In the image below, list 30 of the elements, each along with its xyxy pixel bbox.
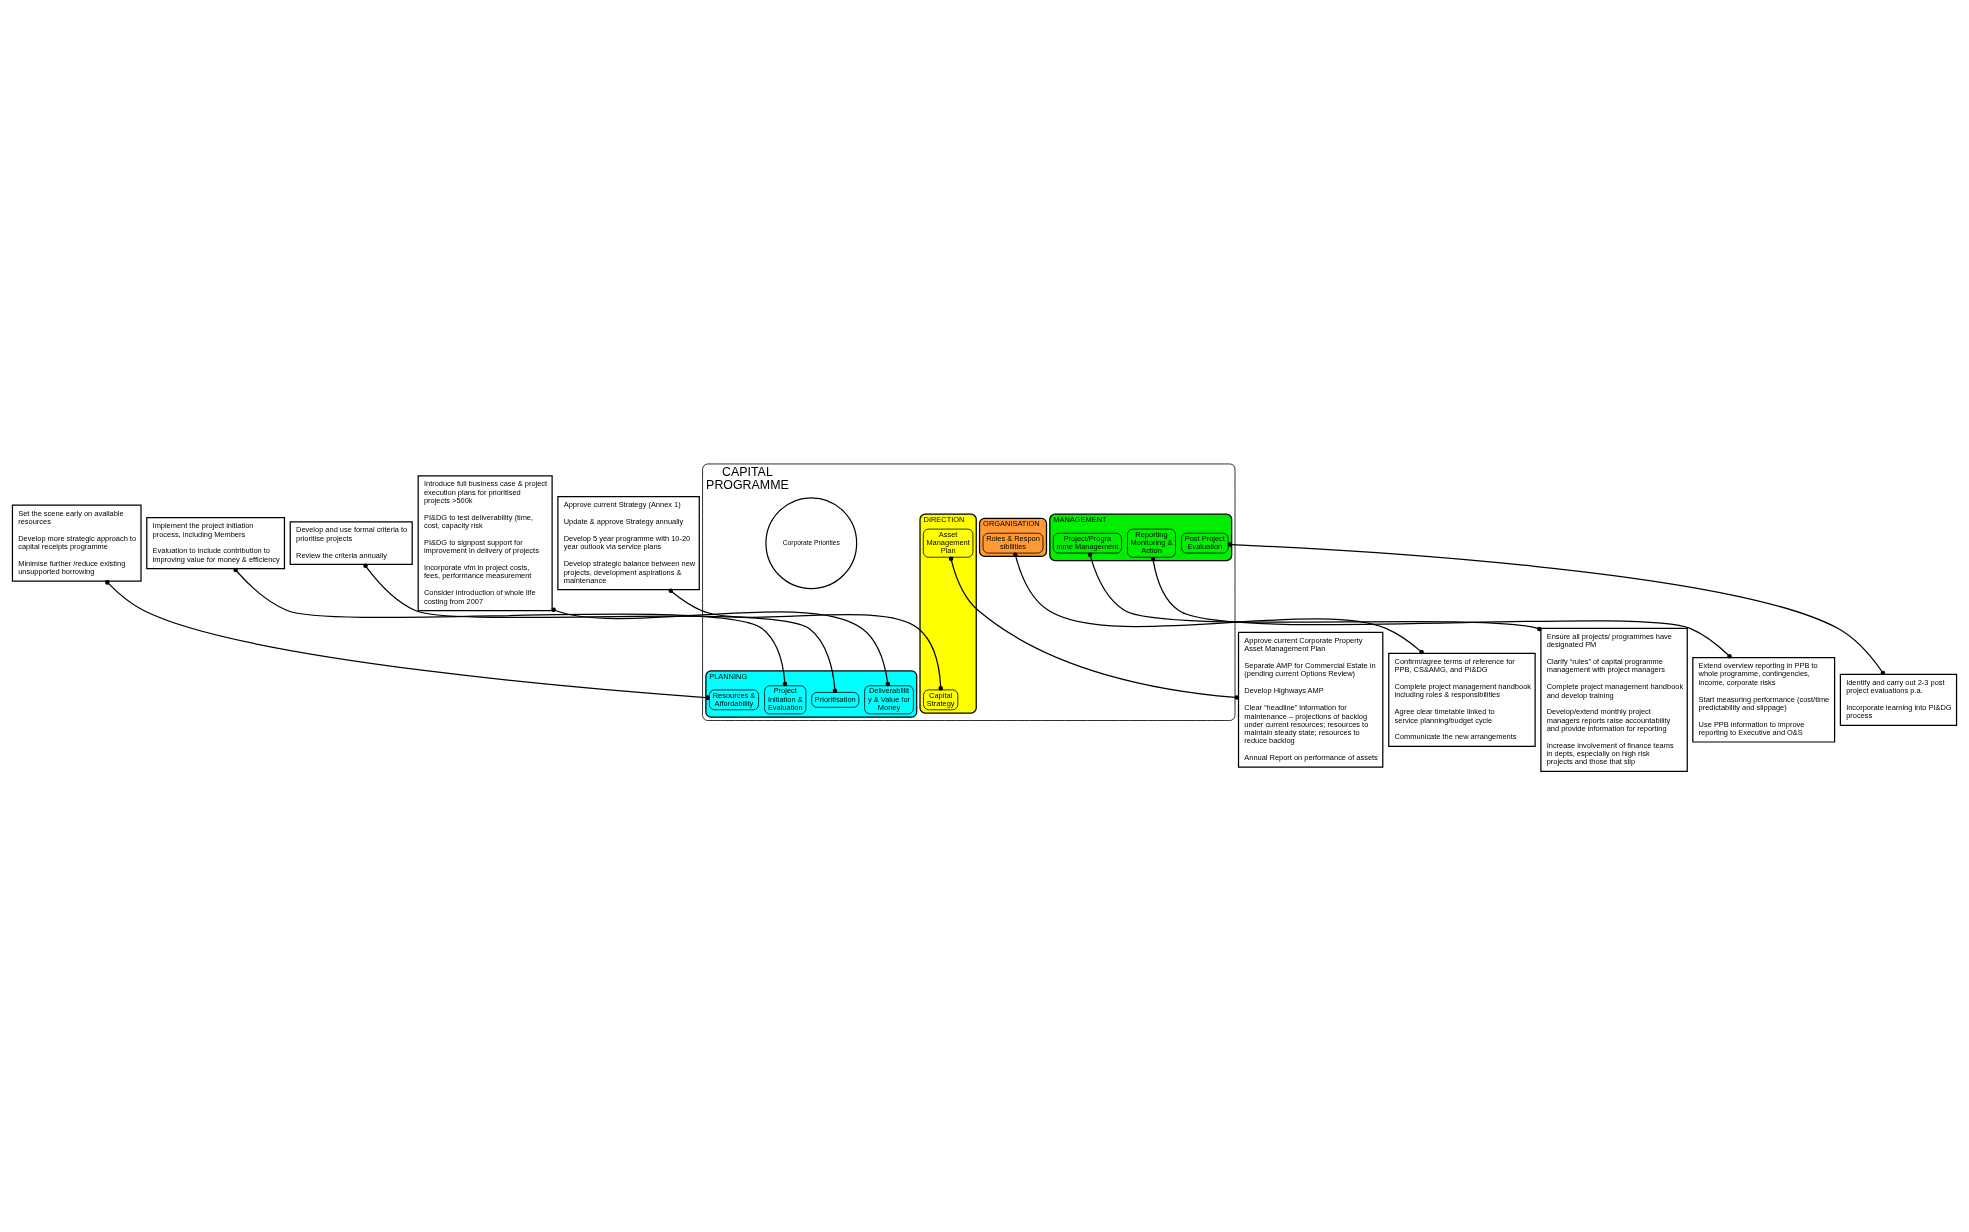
connector (1227, 542, 1886, 676)
connector (1150, 556, 1732, 659)
node-box: Ensure all projects/ programmes have designated PM Clarify “rules” of capital programme management with project managers Complete project management handbook and develop training Develop/extend monthly project managers reports raise accountability and provide information for reporting Increase involvement of finance teams in depts, especially on high risk projects and those that slip (1540, 627, 1688, 772)
node-box: Project/Programme Management (1052, 532, 1122, 554)
node-box: Implement the project initiation process, including Members Evaluation to include contribution to improving value for money & efficiency (146, 517, 286, 570)
node-box: Deliverablility & Value for Money (864, 685, 914, 715)
node-box: Introduce full business case & project execution plans for prioritised projects >500k PI&DG to test deliverability (time, cost, capacity risk PI&DG to signpost support for improvement in delivery of projects Incorporate vfm in project costs, fees, performance measurement Consider introduction of whole life costing from 2007 (417, 475, 553, 612)
node-box: Resources & Affordability (709, 689, 759, 711)
node-box: Confirm/agree terms of reference for PPB, CS&AMG, and PI&DG Complete project management handbook including roles & responsibilities Agree clear timetable linked to service planning/budget cycle Communicate the new arrangements (1388, 652, 1536, 747)
node-box: Asset Management Plan (922, 528, 974, 558)
connector (668, 588, 943, 691)
connector (1087, 552, 1542, 632)
connector (233, 567, 788, 687)
connector (948, 556, 1240, 700)
node-box: Capital Strategy (923, 689, 959, 711)
node-box: Extend overview reporting in PPB to whole programme, contingencies, income, corporate risks Start measuring performance (cost/time predictability and slippage) Use PPB information to improve reporting to Executive and O&S (1692, 657, 1836, 743)
node-box: Roles & Responsibilities (982, 532, 1044, 554)
node-box: Approve current Corporate Property Asset Management Plan Separate AMP for Commercial Estate in (pending current Options Review) Develop Highways AMP Clear “headline” information for maintenance – projections of backlog under current resources; resources to maintain steady state; resources to reduce backlog Annual Report on performance of assets (1237, 631, 1384, 768)
connector (1013, 552, 1424, 655)
node-box: Set the scene early on available resources Develop more strategic approach to capital receipts programme Minimise further /reduce existing unsupported borrowing (11, 504, 142, 582)
connector (363, 563, 838, 693)
connector (105, 580, 710, 700)
node-box: Reporting Monitoring & Action (1127, 528, 1176, 558)
node-box: Project Initiation & Evaluation (764, 685, 807, 715)
connector (551, 607, 891, 687)
node-box: Prioritisation (811, 691, 860, 708)
node-box: Post Project Evaluation (1181, 532, 1229, 554)
node-box: Develop and use formal criteria to prioritise projects Review the criteria annually (289, 521, 413, 566)
node-box: Identify and carry out 2-3 post project evaluations p.a. Incorporate learning into PI&DG process (1839, 673, 1958, 726)
node-box: Approve current Strategy (Annex 1) Update & approve Strategy annually Develop 5 year programme with 10-20 year outlook via service plans Develop strategic balance between new projects, development aspirations & maintenance (557, 496, 700, 591)
